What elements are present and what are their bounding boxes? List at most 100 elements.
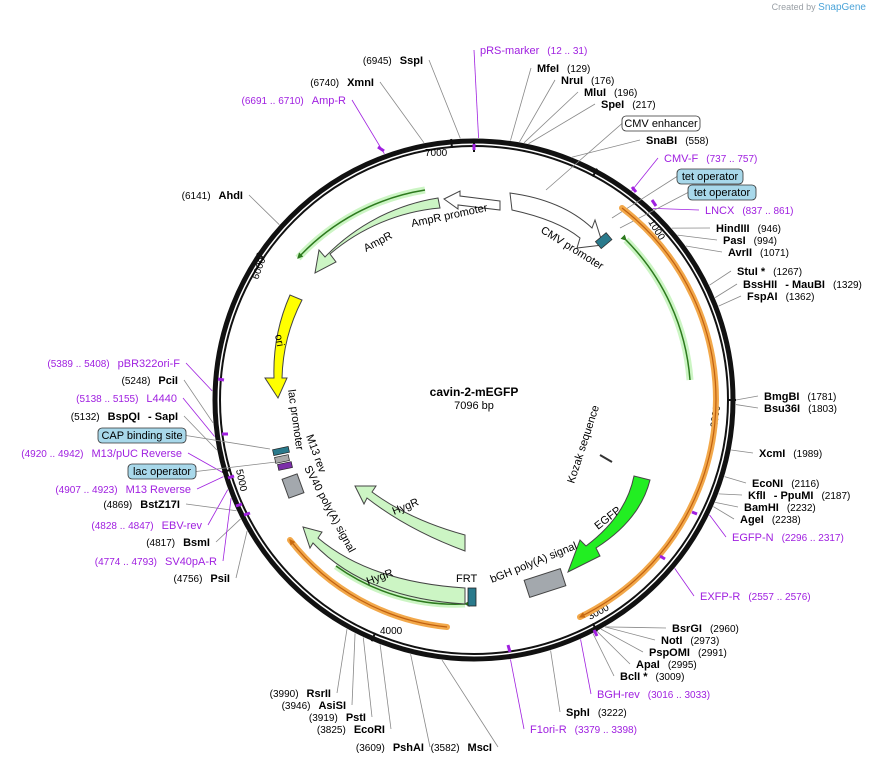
site-name: SpeI [601,99,624,111]
snapgene-logo: SnapGene [818,2,866,13]
site-name: KflI [748,490,766,502]
tick-label: 5000 [233,468,248,492]
kozak-mark [599,454,613,463]
leader-xcmi [731,449,754,454]
primer-m13-puc-reverse: (4920 .. 4942)M13/pUC Reverse [21,448,182,460]
primer-exfp-r: EXFP-R(2557 .. 2576) [700,591,811,603]
enzyme-mfei: MfeI(129) [537,63,590,75]
site-position: (3222) [598,708,627,719]
leader-mfei [510,67,532,141]
tick-label: 6000 [250,256,268,281]
leader-bgh-rev [580,639,592,695]
leader-pspomi [600,628,644,653]
site-name: BsrGI [672,623,702,635]
site-name: SspI [400,55,423,67]
primer-m13-reverse: (4907 .. 4923)M13 Reverse [55,484,191,496]
site-name: Bsu36I [764,403,800,415]
leader-sv40pa-r [222,498,232,562]
cap-binding-site-label: CAP binding site [101,430,182,442]
primer-pbr322ori-f: (5389 .. 5408)pBR322ori-F [47,358,180,370]
site-position: (837 .. 861) [742,206,793,217]
leader-msci [441,659,499,748]
site-name: CMV-F [664,153,699,165]
site-position: (1781) [807,392,836,403]
tet-operator-box [687,184,757,201]
site-position: (2557 .. 2576) [748,592,810,603]
enzyme-bamhi: BamHI(2232) [744,502,816,514]
tick-mark [591,168,598,178]
leader-lncx [652,207,700,211]
leader-bspqi [183,415,218,451]
leader-mlui [523,91,579,144]
site-name: - PpuMI [774,490,814,502]
site-position: (2296 .. 2317) [782,533,844,544]
site-position: (5389 .. 5408) [47,359,109,370]
enzyme-hindiii: HindIII(946) [716,223,781,235]
enzyme-agei: AgeI(2238) [740,514,801,526]
site-position: (946) [758,224,781,235]
primer-prs-marker: pRS-marker (12 .. 31) [480,45,587,57]
leader-exfp-r [674,568,695,597]
ampr-promoter-arrow [443,190,501,211]
primer-l4440: (5138 .. 5155)L4440 [76,393,177,405]
tick-mark [221,468,232,474]
tet-operator-label: tet operator [682,171,739,183]
site-name: EGFP-N [732,532,774,544]
site-position: (4828 .. 4847) [91,521,153,532]
enzyme-pspomi: PspOMI (2991) [649,647,727,659]
enzyme-bspqi: (5132)BspQI- SapI [71,411,178,423]
tick-mark [450,138,453,149]
site-position: (3825) [317,725,346,736]
enzyme-bsshii: BssHII- MauBI(1329) [743,279,862,291]
site-name: XcmI [759,448,785,460]
protein-coding-arc-hygr-inner [289,539,448,628]
leader-econi [724,476,747,484]
primer-cmv-f: CMV-F(737 .. 757) [664,153,757,165]
site-name: PspOMI [649,647,690,659]
site-name: ApaI [636,659,660,671]
site-name: pRS-marker [480,45,540,57]
leader-bamhi [715,501,739,508]
site-position: (3379 .. 3398) [575,725,637,736]
leader-avrii [685,245,723,253]
egfp-arrow [567,475,651,574]
cds-line-right [620,234,691,381]
site-position: (2973) [690,636,719,647]
site-name: PasI [723,235,746,247]
leader-psti [362,637,373,718]
enzyme-pcii: (5248)PciI [122,375,178,387]
tick-mark [591,622,598,632]
leader-amp-r [351,99,385,155]
site-position: (2991) [698,648,727,659]
site-name: L4440 [146,393,177,405]
site-position: (1071) [760,248,789,259]
site-position: (12 .. 31) [547,46,587,57]
leader-bsu36i [735,404,759,409]
tick-mark [370,632,377,642]
primer-mark-ampr [377,145,385,153]
primer-mark-pbr [217,377,225,382]
primer-mark-exfpr [659,554,666,561]
enzyme-ahdi: (6141)AhdI [182,190,243,202]
site-position: (6945) [363,56,392,67]
tick-label: 4000 [380,626,403,637]
enzyme-msci: (3582)MscI [431,742,492,754]
site-name: F1ori-R [530,724,567,736]
tet-operator-label: tet operator [694,187,751,199]
site-position: (3016 .. 3033) [648,690,710,701]
leader-stui [709,270,732,286]
site-position: (1803) [808,404,837,415]
leader-pasi [677,234,718,241]
site-name: - SapI [148,411,178,423]
primer-mark-bgh [592,629,599,637]
site-name: BspQI [108,411,140,423]
site-name: EBV-rev [162,520,203,532]
leader-sspi [428,59,461,139]
leader-nrui [519,79,556,143]
site-name: EcoRI [354,724,385,736]
site-position: (1267) [773,267,802,278]
frt-label: FRT [456,573,477,585]
site-name: M13/pUC Reverse [92,448,182,460]
primer-mark-sv40 [243,511,251,517]
leader-spei [528,103,596,145]
